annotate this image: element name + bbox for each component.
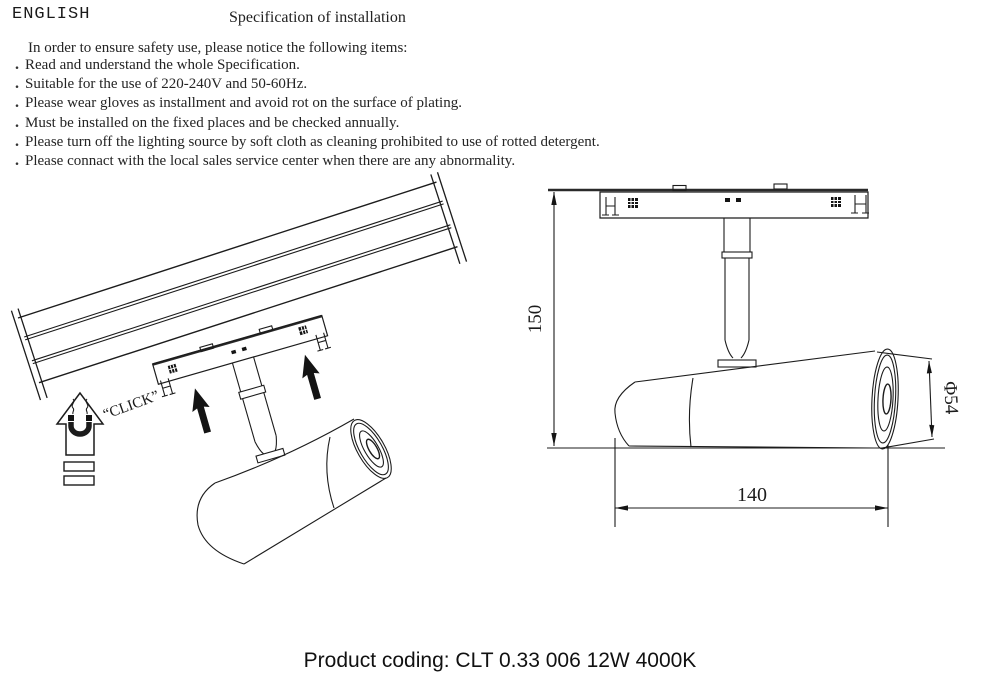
dimension-140: 140 (614, 438, 889, 527)
safety-list: . Read and understand the whole Specific… (15, 56, 600, 171)
page-language: ENGLISH (12, 5, 91, 24)
dimension-diameter-label: Φ54 (939, 381, 962, 415)
dimension-140-label: 140 (737, 484, 767, 506)
up-arrow-icon (302, 354, 321, 400)
adapter-plate (548, 183, 869, 219)
up-arrow-icon (192, 388, 211, 434)
safety-item: . Read and understand the whole Specific… (15, 56, 600, 75)
safety-item-text: Suitable for the use of 220-240V and 50-… (25, 76, 308, 93)
track-endcap (430, 172, 468, 265)
track-endcap (10, 308, 48, 401)
mount-hook (602, 197, 619, 216)
safety-item: . Must be installed on the fixed places … (15, 114, 600, 133)
bullet-dot: . (15, 151, 19, 169)
dimension-150-label: 150 (525, 305, 546, 334)
lens (350, 419, 392, 479)
right-diagram: 150 Φ54 140 (525, 183, 962, 527)
safety-item-text: Read and understand the whole Specificat… (25, 57, 300, 73)
magnet-arrow-icon (55, 391, 105, 486)
track-rail (10, 172, 468, 401)
safety-item: . Please connact with the local sales se… (15, 152, 600, 171)
left-diagram (10, 172, 468, 565)
dimension-diameter: Φ54 (876, 351, 962, 449)
safety-item: . Please turn off the lighting source by… (15, 133, 600, 152)
bullet-dot: . (15, 113, 19, 131)
bullet-dot: . (15, 94, 19, 112)
product-coding: Product coding: CLT 0.33 006 12W 4000K (303, 649, 697, 672)
safety-item-text: Please turn off the lighting source by s… (25, 133, 600, 150)
safety-item: . Please wear gloves as installment and … (15, 94, 600, 113)
safety-item-text: Must be installed on the fixed places an… (25, 114, 400, 131)
contact-block (831, 197, 841, 207)
contact-block (628, 198, 638, 208)
fixture-stem (717, 218, 757, 368)
mount-hook (315, 332, 332, 352)
safety-intro: In order to ensure safety use, please no… (28, 40, 408, 56)
bullet-dot: . (15, 132, 19, 150)
mount-hook (851, 195, 869, 214)
spotlight-body (196, 418, 392, 565)
fixture-adapter (151, 314, 332, 464)
bullet-dot: . (15, 56, 19, 73)
safety-item-text: Please connact with the local sales serv… (25, 152, 516, 169)
spotlight-body (614, 348, 899, 450)
safety-item-text: Please wear gloves as installment and av… (25, 95, 462, 112)
dimension-150: 150 (525, 192, 557, 446)
lens (871, 348, 899, 450)
safety-item: . Suitable for the use of 220-240V and 5… (15, 75, 600, 94)
fixture-stem (231, 356, 286, 464)
bullet-dot: . (15, 75, 19, 93)
page-title: Specification of installation (229, 9, 406, 26)
mount-hook (159, 378, 176, 398)
